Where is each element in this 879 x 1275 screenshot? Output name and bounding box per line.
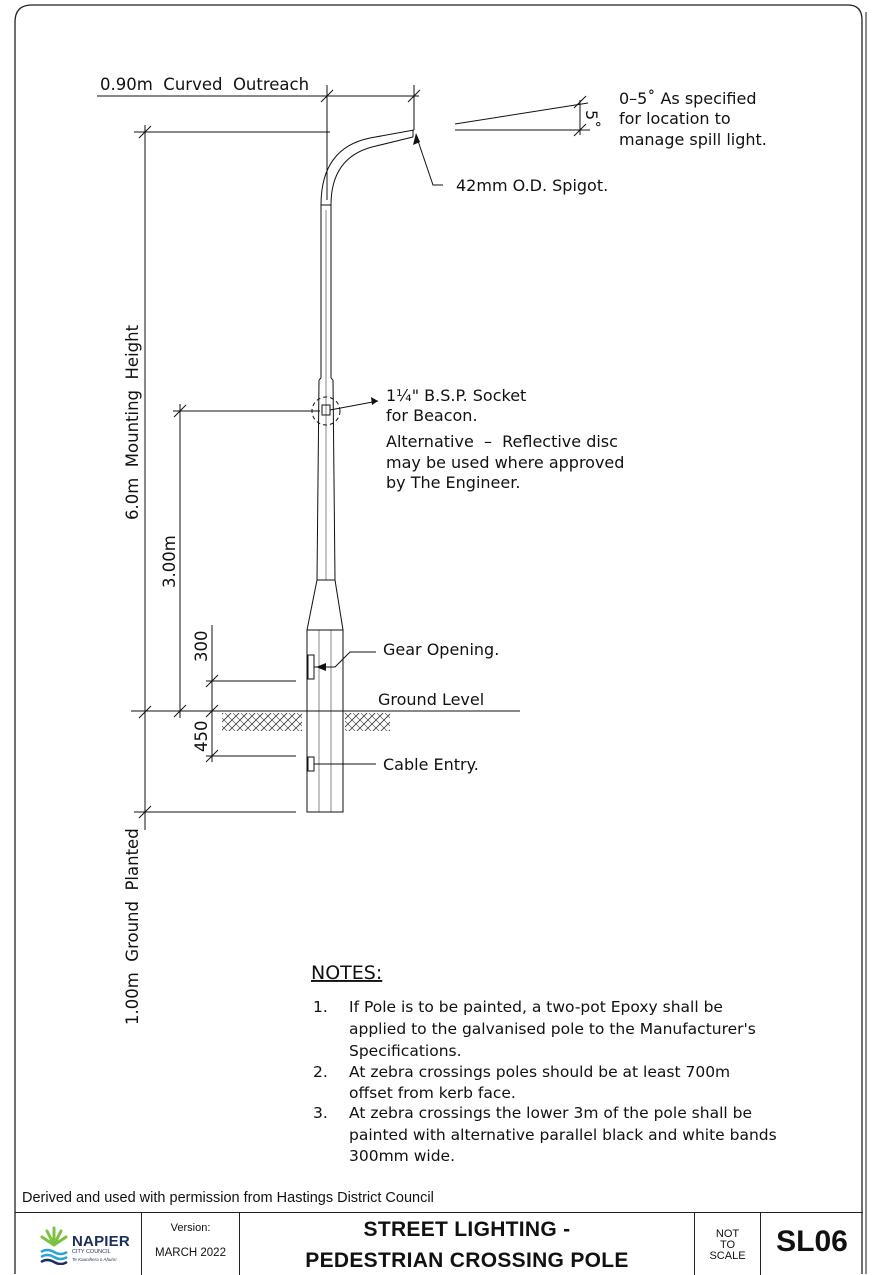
ground-level-label: Ground Level <box>378 690 484 709</box>
note-3-line-1: At zebra crossings the lower 3m of the p… <box>349 1104 752 1122</box>
drawing-code-cell: SL06 <box>760 1213 863 1275</box>
alternative-line-1: Alternative – Reflective disc <box>386 432 618 451</box>
note-3-line-2: painted with alternative parallel black … <box>349 1126 777 1144</box>
scale-line-2: TO <box>719 1239 736 1251</box>
version-cell: Version: MARCH 2022 <box>141 1213 239 1275</box>
logo-tagline: Te Kaunihera o Ahuriri <box>72 1257 117 1262</box>
cable-entry <box>307 756 315 772</box>
notes-title: NOTES: <box>311 962 382 984</box>
note-2-line-1: At zebra crossings poles should be at le… <box>349 1063 730 1081</box>
note-1-number: 1. <box>313 998 328 1016</box>
spigot-leader <box>415 134 443 186</box>
version-value: MARCH 2022 <box>155 1247 226 1259</box>
title-block: NAPIER CITY COUNCIL Te Kaunihera o Ahuri… <box>15 1212 863 1275</box>
note-2-number: 2. <box>313 1063 328 1081</box>
note-3-number: 3. <box>313 1104 328 1122</box>
socket-label-line-2: for Beacon. <box>386 406 478 425</box>
beacon-height-label: 3.00m <box>160 535 179 588</box>
angle-note-line-2: for location to <box>619 109 731 128</box>
logo-subtitle: CITY COUNCIL <box>72 1249 111 1255</box>
mounting-height-label: 6.0m Mounting Height <box>123 324 142 520</box>
alternative-line-2: may be used where approved <box>386 453 624 472</box>
angle-note-line-3: manage spill light. <box>619 130 767 149</box>
alternative-line-3: by The Engineer. <box>386 473 520 492</box>
attribution-text: Derived and used with permission from Ha… <box>22 1190 434 1206</box>
angle-value: 5˚ <box>582 110 601 128</box>
ground-planted-label: 1.00m Ground Planted <box>123 828 142 1025</box>
note-1-line-1: If Pole is to be painted, a two-pot Epox… <box>349 998 723 1016</box>
drawing-title-line-2: PEDESTRIAN CROSSING POLE <box>305 1249 629 1272</box>
scale-line-3: SCALE <box>709 1250 746 1262</box>
socket-label-line-1: 1¼" B.S.P. Socket <box>386 386 526 405</box>
angle-sloped <box>454 102 589 125</box>
drawing-code: SL06 <box>776 1225 848 1258</box>
logo-cell: NAPIER CITY COUNCIL Te Kaunihera o Ahuri… <box>15 1213 141 1275</box>
gear-opening <box>307 654 315 680</box>
cable-depth-label: 450 <box>192 721 211 753</box>
note-1-line-3: Specifications. <box>349 1042 462 1060</box>
title-cell: STREET LIGHTING - PEDESTRIAN CROSSING PO… <box>239 1213 694 1275</box>
note-1-line-2: applied to the galvanised pole to the Ma… <box>349 1020 756 1038</box>
scale-line-1: NOT <box>715 1228 740 1240</box>
spigot-label: 42mm O.D. Spigot. <box>456 176 608 195</box>
pole-shaft <box>316 379 320 581</box>
note-3-line-3: 300mm wide. <box>349 1147 455 1165</box>
scale-cell: NOT TO SCALE <box>694 1213 760 1275</box>
gear-opening-label: Gear Opening. <box>383 640 499 659</box>
sheet-border <box>14 4 863 1274</box>
logo-name: NAPIER <box>72 1233 130 1250</box>
scale-note: NOT TO SCALE <box>695 1229 760 1262</box>
pole-arm <box>320 129 415 378</box>
version-label: Version: <box>170 1222 211 1234</box>
pole-base <box>306 629 344 813</box>
note-2-line-2: offset from kerb face. <box>349 1084 516 1102</box>
drawing-title-line-1: STREET LIGHTING - <box>363 1218 571 1241</box>
outreach-label: 0.90m Curved Outreach <box>100 75 309 94</box>
napier-logo-icon <box>40 1226 68 1265</box>
gear-height-label: 300 <box>192 631 211 663</box>
angle-note-line-1: 0–5˚ As specified <box>619 89 756 108</box>
cable-entry-label: Cable Entry. <box>383 755 479 774</box>
